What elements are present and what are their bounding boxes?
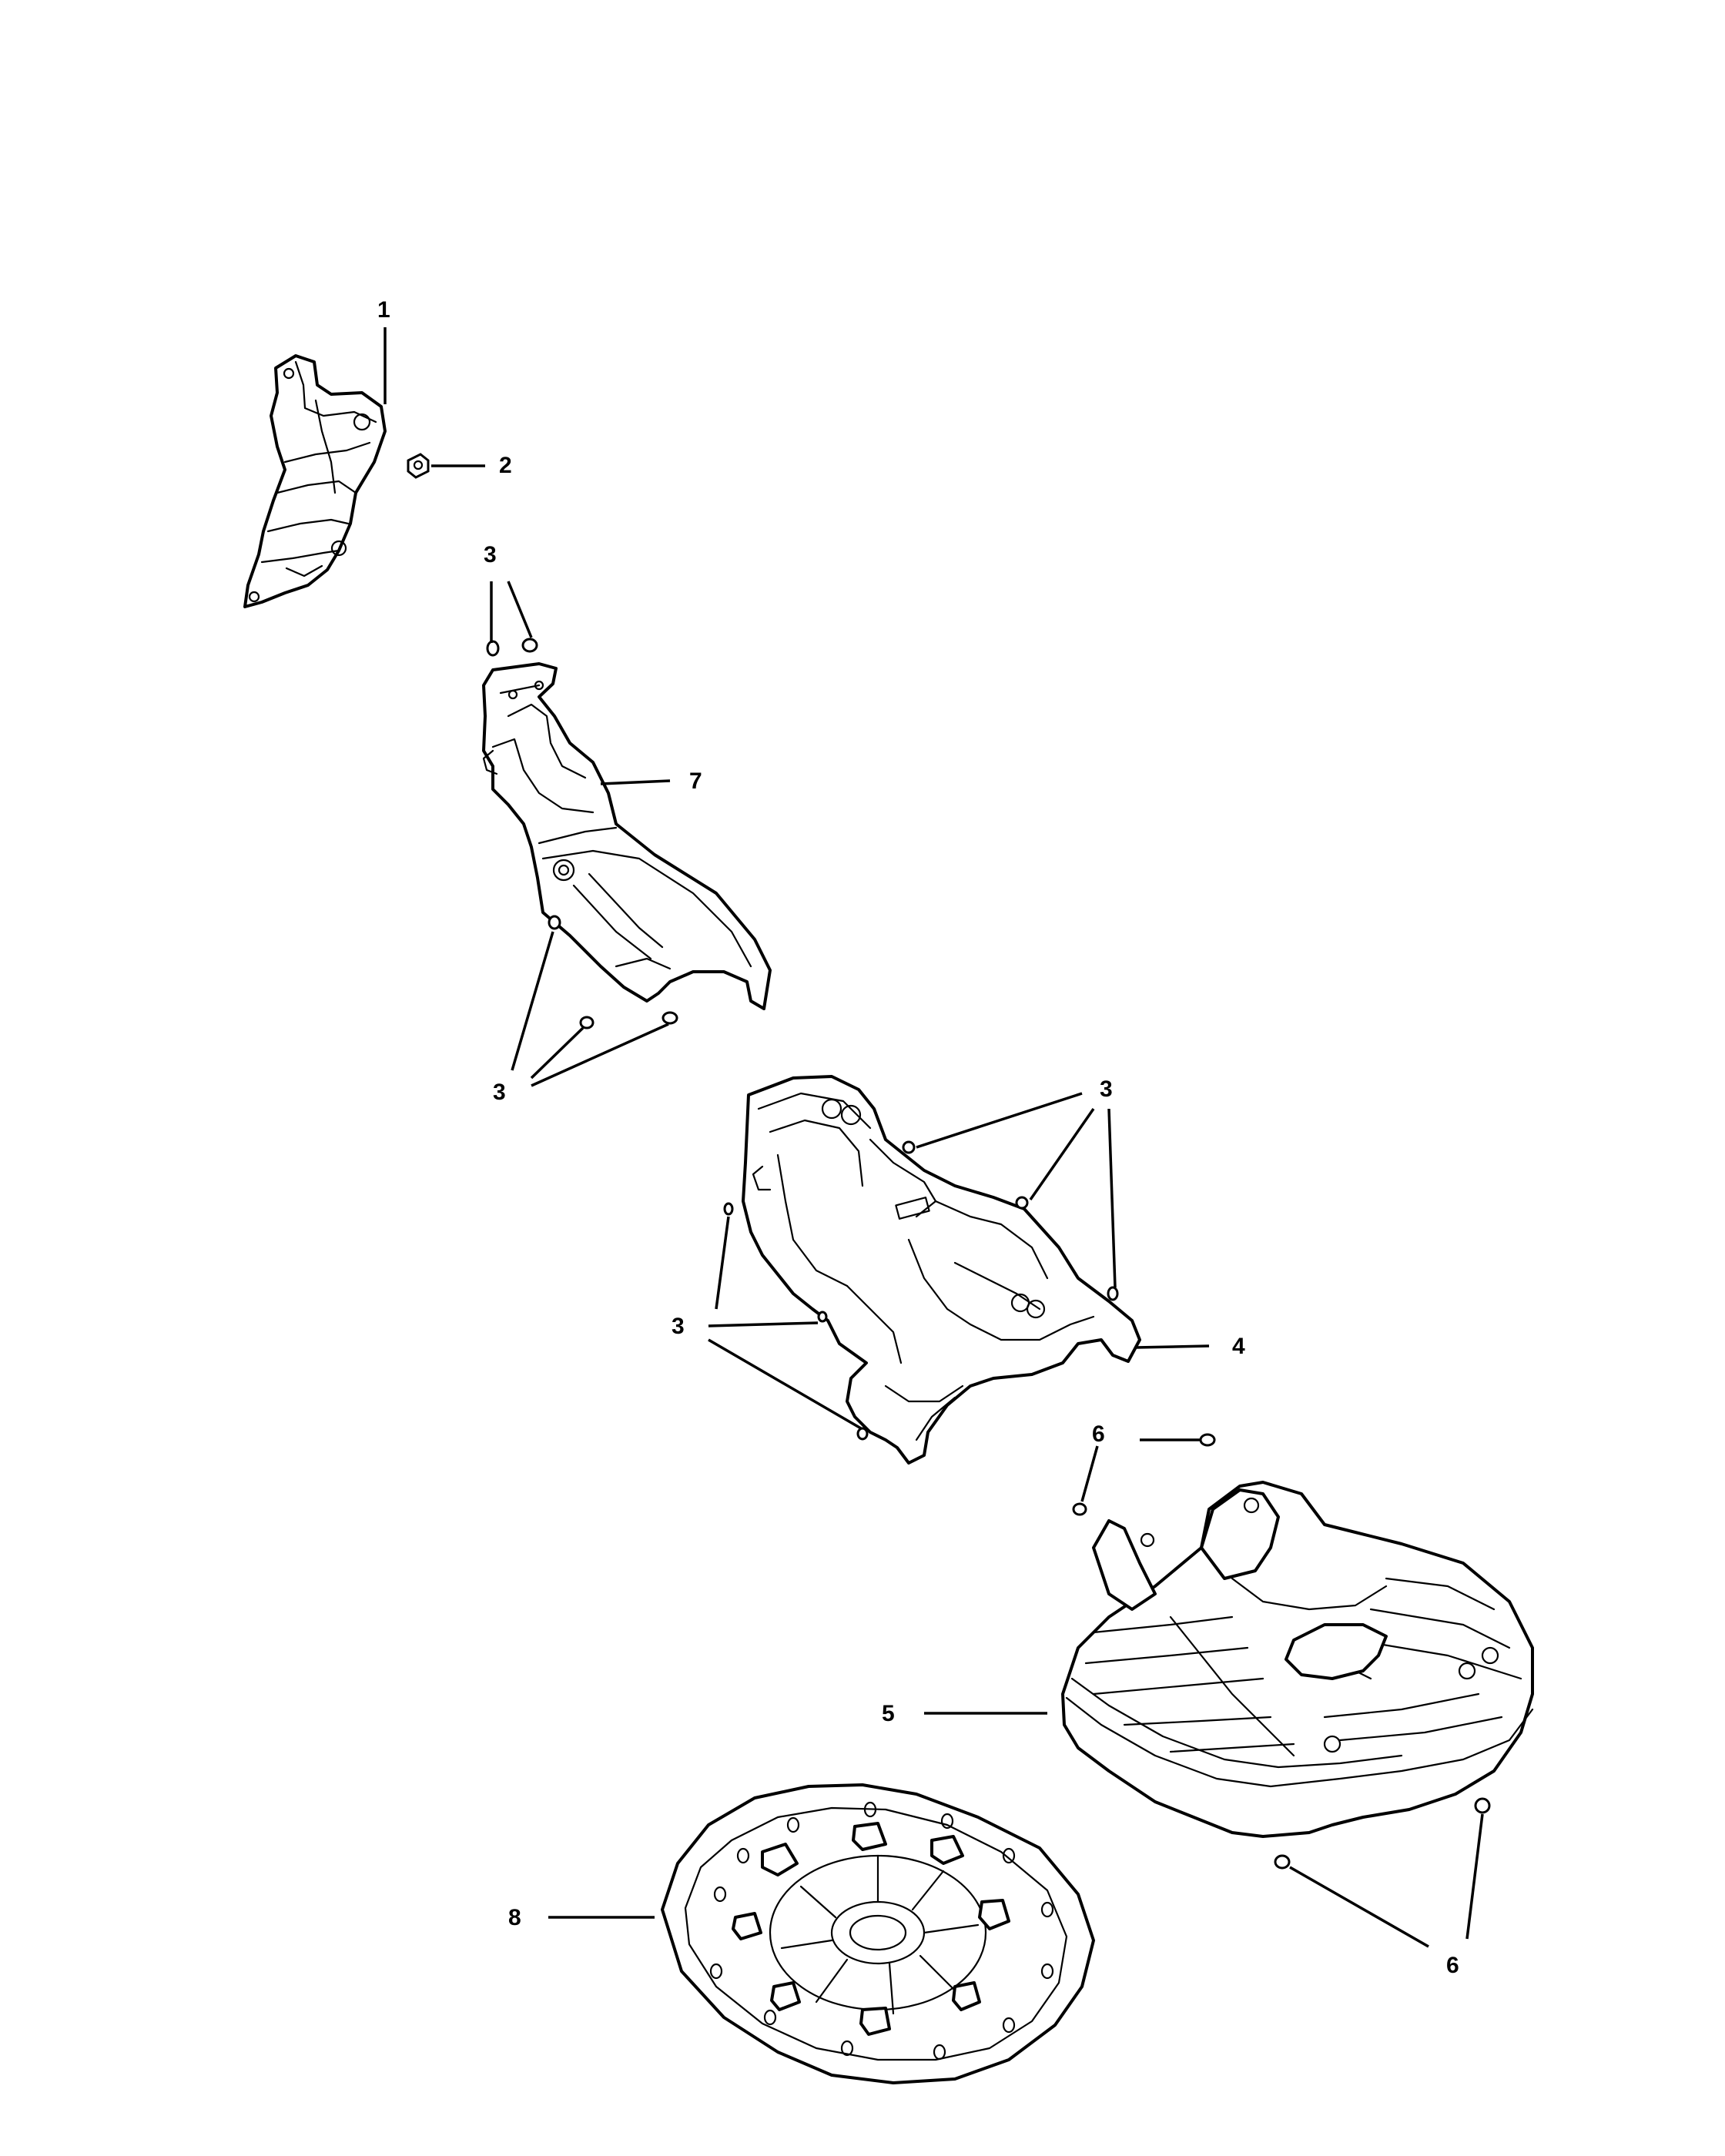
part-4-heat-shield[interactable] (742, 1075, 1141, 1465)
callout-3-top: 3 (484, 542, 497, 567)
callout-labels: 1 2 3 7 3 3 3 4 6 5 6 8 (377, 297, 1459, 1978)
callout-6-upper: 6 (1092, 1421, 1105, 1447)
callout-7: 7 (689, 768, 702, 794)
callout-4: 4 (1232, 1334, 1245, 1359)
callout-2: 2 (499, 453, 512, 478)
callout-8: 8 (508, 1905, 521, 1930)
part-5-tire-carrier[interactable] (1061, 1481, 1534, 1838)
callout-6-lower: 6 (1446, 1953, 1459, 1978)
part-6-nuts[interactable] (1072, 1433, 1491, 1870)
callout-5: 5 (882, 1701, 895, 1726)
callout-3-right: 3 (1100, 1076, 1113, 1102)
part-3-clips[interactable] (486, 638, 1119, 1441)
callout-3-left: 3 (493, 1080, 506, 1105)
callout-3-middle: 3 (672, 1314, 685, 1339)
callout-1: 1 (377, 297, 390, 323)
part-7-heat-shield[interactable] (482, 662, 772, 1010)
part-1-heat-shield[interactable] (243, 354, 387, 608)
leader-lines (384, 327, 1484, 1948)
part-8-wheel-cover[interactable] (661, 1783, 1095, 2084)
part-2-bolt[interactable] (407, 453, 430, 479)
